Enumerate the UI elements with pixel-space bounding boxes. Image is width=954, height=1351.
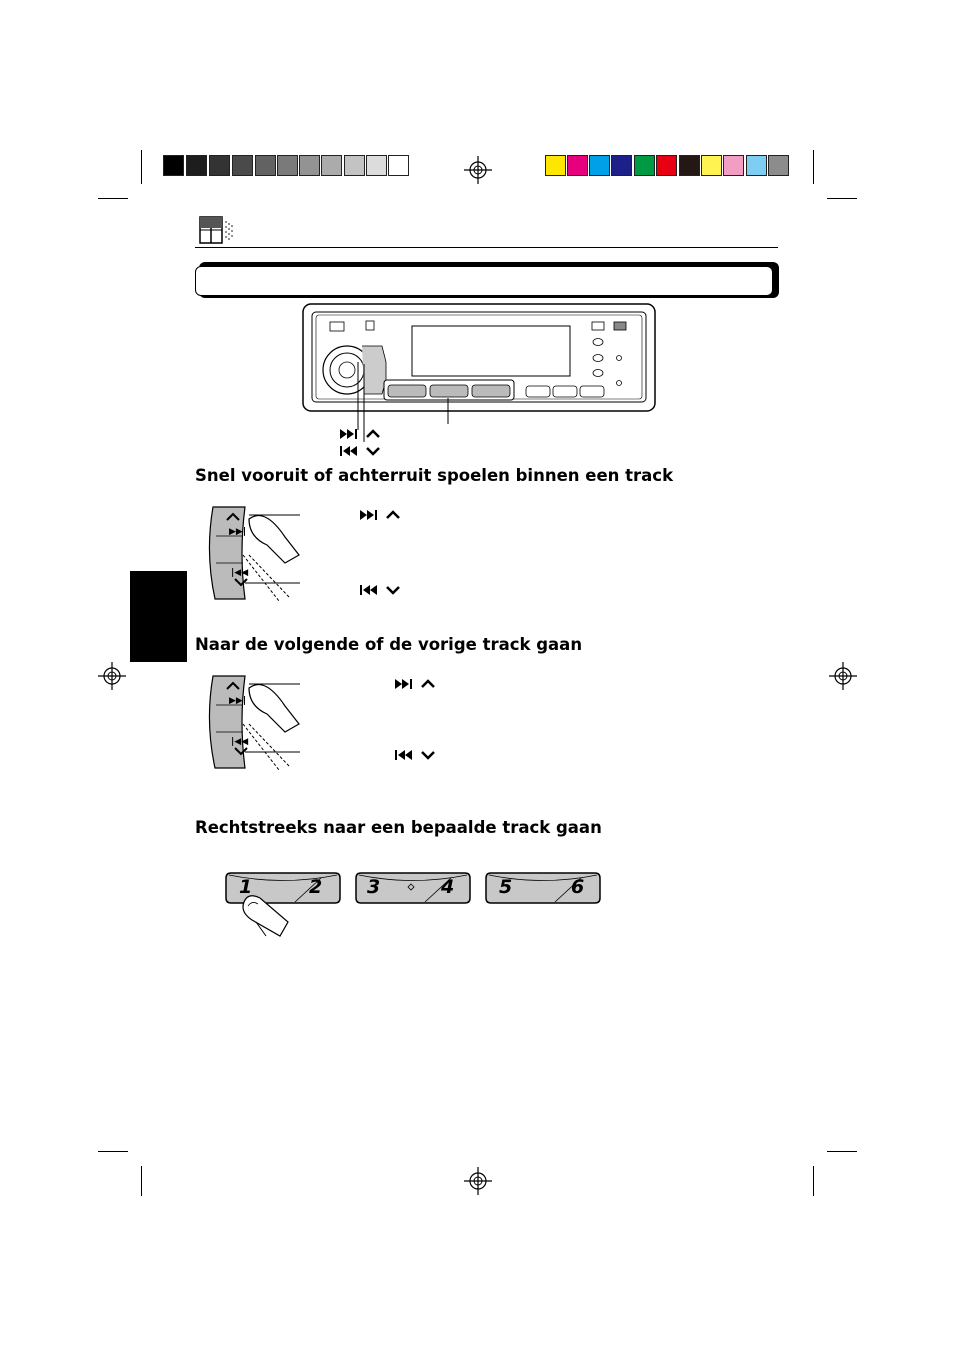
color-swatch (768, 155, 789, 176)
crop-mark (141, 1166, 142, 1196)
crop-mark (827, 198, 857, 199)
registration-target-icon (829, 662, 857, 690)
svg-text:▶▶|: ▶▶| (229, 527, 246, 537)
registration-target-icon (98, 662, 126, 690)
gray-swatch (366, 155, 387, 176)
color-swatch (567, 155, 588, 176)
gray-swatch (344, 155, 365, 176)
preset-label-right: 2 (309, 876, 323, 898)
color-swatch (746, 155, 767, 176)
preset-label-right: 4 (441, 876, 455, 898)
gray-swatch (186, 155, 207, 176)
finger-press-knob-illustration: ▶▶| |◀◀ (208, 675, 300, 771)
preset-label-left: 3 (367, 876, 381, 898)
crop-mark (141, 150, 142, 184)
skip-forward-up-icon (340, 429, 380, 439)
color-swatch (701, 155, 722, 176)
registration-target-icon (464, 1167, 492, 1195)
svg-text:▶▶|: ▶▶| (229, 696, 246, 706)
skip-forward-up-icon (395, 679, 435, 689)
skip-back-down-icon (395, 750, 435, 760)
gray-swatch (232, 155, 253, 176)
gray-swatch (163, 155, 184, 176)
crop-mark (813, 1166, 814, 1196)
color-swatch (634, 155, 655, 176)
section-title-direct-track: Rechtstreeks naar een bepaalde track gaa… (195, 818, 602, 837)
language-tab (130, 571, 187, 662)
preset-label-left: 1 (239, 876, 253, 898)
skip-back-down-icon (340, 446, 380, 456)
crop-mark (813, 150, 814, 184)
gray-swatch (255, 155, 276, 176)
crop-mark (98, 1151, 128, 1152)
skip-forward-up-icon (360, 510, 400, 520)
svg-text:|◀◀: |◀◀ (231, 568, 248, 578)
crop-mark (827, 1151, 857, 1152)
preset-label-left: 5 (499, 876, 513, 898)
crop-mark (98, 198, 128, 199)
section-title-next-prev-track: Naar de volgende of de vorige track gaan (195, 635, 583, 654)
skip-back-down-icon (360, 585, 400, 595)
preset-button-5-6[interactable]: 5 6 (485, 872, 601, 904)
header-rule (195, 247, 778, 248)
gray-swatch (299, 155, 320, 176)
title-bar (195, 266, 773, 296)
section-title-fast-forward: Snel vooruit of achterruit spoelen binne… (195, 466, 674, 485)
svg-text:|◀◀: |◀◀ (231, 737, 248, 747)
gray-swatch (388, 155, 409, 176)
color-swatch (723, 155, 744, 176)
finger-press-knob-illustration: ▶▶| |◀◀ (208, 506, 300, 602)
color-swatch (679, 155, 700, 176)
preset-button-shape (355, 872, 471, 904)
preset-button-shape (485, 872, 601, 904)
color-swatch (611, 155, 632, 176)
cd-disc-icon (199, 216, 233, 244)
finger-press-illustration (242, 895, 289, 937)
color-swatch (589, 155, 610, 176)
gray-swatch (277, 155, 298, 176)
color-swatch (656, 155, 677, 176)
color-swatch (545, 155, 566, 176)
gray-swatch (209, 155, 230, 176)
gray-swatch (321, 155, 342, 176)
preset-label-right: 6 (571, 876, 585, 898)
preset-button-3-4[interactable]: 3 4 (355, 872, 471, 904)
car-stereo-illustration (302, 303, 656, 442)
registration-target-icon (464, 156, 492, 184)
